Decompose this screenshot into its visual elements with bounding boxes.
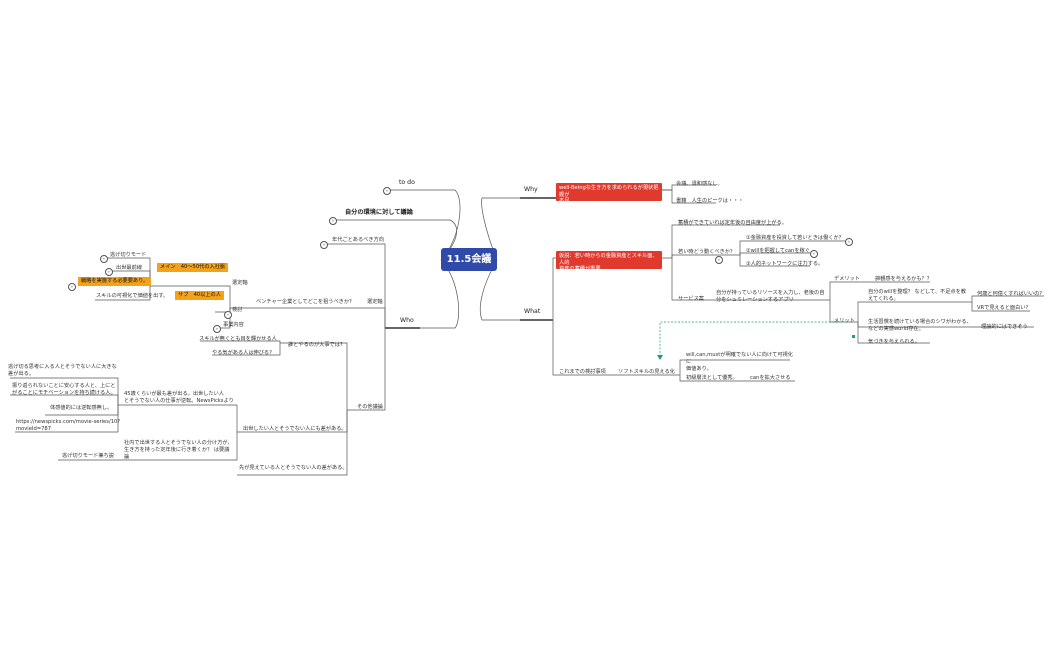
merit-sub-2[interactable]: VRで見えると面白い? (977, 305, 1029, 311)
asset-note[interactable]: 蓄積ができていれば定年後の自由度が上がる。 (678, 220, 787, 226)
left-item-2[interactable]: 出世最前線 (116, 265, 142, 271)
reference-url[interactable]: https://newspicks.com/movie-series/10? m… (16, 419, 121, 432)
why-label[interactable]: Why (524, 186, 538, 193)
central-topic[interactable]: 11.5会議 (441, 248, 497, 271)
business-label[interactable]: 事業内容 (223, 322, 244, 328)
todo-label[interactable]: to do (399, 179, 415, 186)
why-item-2[interactable]: 書籍 人生のピークは・・・ (676, 198, 744, 204)
young-item-3[interactable]: ③人的ネットワークに注力する。 (746, 261, 824, 267)
service-label[interactable]: サービス案 (678, 296, 704, 302)
left-gap2[interactable]: 振り返られないことに安心する人と、上にと がることにモチベーションを持ち続ける人… (12, 383, 116, 396)
left-collapse-icon-3[interactable]: + (68, 283, 76, 291)
sub-tag[interactable]: サブ 40以上の人 (175, 291, 224, 300)
can-expand[interactable]: canを拡大させる (750, 375, 791, 381)
select-label[interactable]: 選定軸 (232, 280, 248, 286)
kouho-label[interactable]: 選定軸 (367, 299, 383, 305)
young-item-1[interactable]: ①金融資産を投資して若いときは働くか？ (746, 235, 844, 241)
what-red-node[interactable]: 仮説：若い時からの金融資産とスキル面、人的 資産の蓄積が重要 (556, 251, 662, 272)
merit-item-2[interactable]: 生活習慣を続けている場合のシワがわかる、 などの実感world存在。 (868, 319, 972, 332)
main-tag[interactable]: メイン 40～50代の入社脈 (157, 263, 229, 272)
demerit-item[interactable]: 諦観感を与えるかも？？ (875, 276, 932, 282)
past-label[interactable]: これまでの検討事項 (559, 369, 606, 375)
merit-item-3[interactable]: 気づきを与えられる。 (868, 339, 920, 345)
review-collapse-icon[interactable]: + (224, 311, 232, 319)
young-label[interactable]: 若い時どう動くべきか？ (678, 249, 736, 255)
company-note[interactable]: 社内で出世する人とそうでない人の分け方が、 生き方を持った定年後に行き着くか？ … (124, 440, 233, 460)
young-collapse-icon-1[interactable]: + (845, 238, 853, 246)
merit-sub-3[interactable]: 理論的にはできそう (981, 324, 1028, 330)
merit-label[interactable]: メリット (834, 318, 855, 324)
left-item-3[interactable]: 戦略を実施する必要要あり。 (78, 277, 152, 286)
young-item-2[interactable]: ②willを把握してcanを稼ぐ (746, 248, 810, 254)
escape-mode[interactable]: 逃げ切りモード兼ち説 (62, 453, 114, 459)
what-label[interactable]: What (524, 308, 541, 315)
review-label[interactable]: 検討 (232, 307, 243, 313)
env-label[interactable]: 自分の環境に対して議論 (345, 209, 413, 216)
left-item-4[interactable]: スキルの可視化で価値を出す。 (96, 293, 169, 299)
left-item-1[interactable]: 逃げ切りモード (110, 252, 147, 258)
young-collapse-icon-3[interactable]: + (715, 256, 723, 264)
who-label[interactable]: Who (400, 317, 414, 324)
other-label[interactable]: その他議論 (357, 404, 383, 410)
future-label[interactable]: 先が見えている人とそうでない人の差がある。 (239, 465, 348, 471)
venture-label[interactable]: ベンチャー企業としてどこを狙うべきか? (256, 299, 352, 305)
env-collapse-icon[interactable]: + (329, 217, 337, 225)
demerit-label[interactable]: デメリット (834, 276, 860, 282)
left-collapse-icon-1[interactable]: + (100, 255, 108, 263)
skill-note[interactable]: スキルが無くとも目を輝かせる人 (199, 336, 277, 342)
age-collapse-icon[interactable]: + (320, 241, 328, 249)
gap-note[interactable]: 45歳くらいが最も差が出る。出世したい人 とそうでない人の仕事が逆転。NewsP… (124, 391, 234, 404)
business-collapse-icon[interactable]: + (213, 325, 221, 333)
why-item-1[interactable]: 会議、違和感なし。 (676, 181, 723, 187)
young-collapse-icon-2[interactable]: + (810, 250, 818, 258)
todo-collapse-icon[interactable]: + (383, 187, 391, 195)
soft-item-1[interactable]: will,can,mustが明確でない人に向けて可視化に 価値あり。 (686, 352, 793, 372)
soft-item-2[interactable]: 初級層法として優秀。 (686, 375, 738, 381)
soft-label[interactable]: ソフトスキルの見える化 (618, 369, 675, 375)
left-collapse-icon-2[interactable]: + (105, 268, 113, 276)
merit-item-1[interactable]: 自分のwillを整理？ などして、不足点を教 えてくれる。 (868, 289, 966, 302)
service-desc[interactable]: 自分が持っているリソースを入力し、老後の自 分をシュミレーションするアプリ (716, 290, 825, 303)
who-does-note[interactable]: 誰とやるのが大事では? (288, 342, 343, 348)
merit-sub-1[interactable]: 何歳と何億くすればいいの? (977, 291, 1043, 297)
left-gap3[interactable]: 体感値的には逆転感無し。 (50, 405, 113, 411)
left-gap[interactable]: 逃げ切る思考に入る人とそうでない人に大きな 差が出る。 (8, 364, 117, 377)
age-note[interactable]: 年代ごとあるべき方向 (332, 237, 384, 243)
why-red-node[interactable]: well-Beingな生き方を求められるが現状把握が 不足 (556, 183, 662, 204)
motivated-note[interactable]: やる気がある人は伸びる? (212, 350, 272, 356)
promo-label[interactable]: 出世したい人とそうでない人にも差がある。 (243, 426, 347, 432)
